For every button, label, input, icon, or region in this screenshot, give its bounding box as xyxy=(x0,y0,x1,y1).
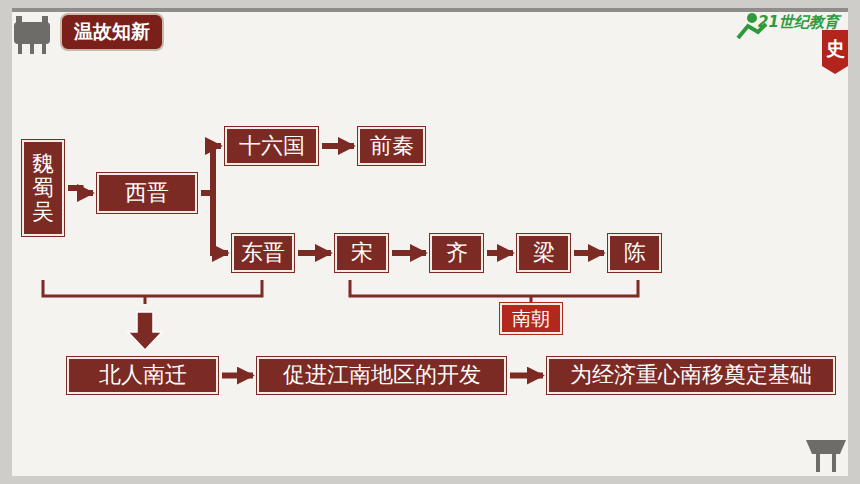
box-text: 促进江南地区的开发 xyxy=(283,362,481,388)
period-box: 齐 xyxy=(430,234,483,272)
box-text: 陈 xyxy=(624,240,646,266)
box-text: 前秦 xyxy=(370,133,414,159)
flow-arrow xyxy=(392,250,426,256)
period-box: 促进江南地区的开发 xyxy=(257,357,506,394)
box-text: 北人南迁 xyxy=(99,362,187,388)
flow-arrow xyxy=(201,193,228,253)
box-text: 为经济重心南移奠定基础 xyxy=(570,362,812,388)
down-block-arrow xyxy=(128,312,162,350)
flow-arrow xyxy=(574,250,604,256)
box-text: 宋 xyxy=(351,240,373,266)
period-box: 东晋 xyxy=(232,234,294,272)
box-text: 东晋 xyxy=(241,240,285,266)
period-box: 十六国 xyxy=(225,127,318,165)
period-box: 魏蜀吴 xyxy=(22,140,64,236)
period-box: 梁 xyxy=(517,234,570,272)
period-box: 前秦 xyxy=(358,127,425,165)
period-box: 宋 xyxy=(335,234,388,272)
box-text: 十六国 xyxy=(239,133,305,159)
group-label-box: 南朝 xyxy=(500,303,562,334)
period-box: 为经济重心南移奠定基础 xyxy=(547,357,835,394)
flow-arrow xyxy=(510,373,543,379)
period-box: 北人南迁 xyxy=(67,357,218,394)
seal-character: 史 xyxy=(826,36,845,62)
flow-arrow xyxy=(487,250,513,256)
period-box: 西晋 xyxy=(97,173,197,213)
flow-arrow xyxy=(322,143,354,149)
inner-panel xyxy=(12,8,848,476)
flow-arrow xyxy=(298,250,331,256)
box-text: 梁 xyxy=(533,240,555,266)
bronze-vessel-icon xyxy=(806,440,846,472)
period-box: 陈 xyxy=(608,234,661,272)
logo-text: 21世纪教育 xyxy=(758,13,839,32)
seal-shape xyxy=(822,30,848,74)
box-text: 南朝 xyxy=(512,307,550,330)
bracket xyxy=(43,280,262,304)
bronze-vessel-icon xyxy=(14,16,50,54)
flow-arrow xyxy=(201,146,221,193)
box-text: 西晋 xyxy=(125,180,169,206)
flow-arrow xyxy=(68,188,93,193)
section-title: 温故知新 xyxy=(60,13,164,51)
bracket xyxy=(350,280,638,303)
box-text: 齐 xyxy=(446,240,468,266)
flow-arrow xyxy=(222,373,253,379)
top-rule xyxy=(12,8,848,12)
box-text: 魏蜀吴 xyxy=(32,152,54,225)
